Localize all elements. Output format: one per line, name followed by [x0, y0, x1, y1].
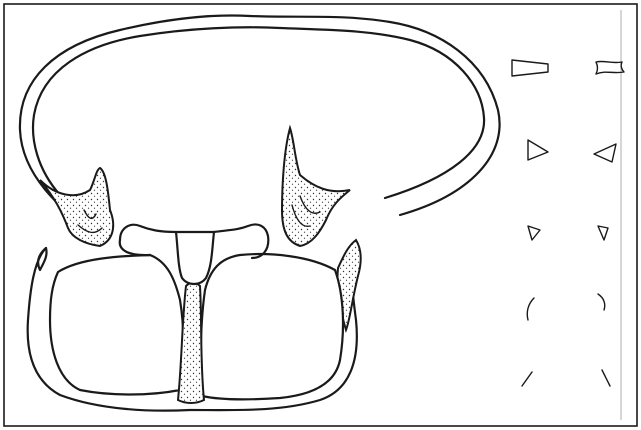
curve-left-icon	[527, 298, 534, 320]
curve-right-icon	[598, 294, 605, 310]
slash-left-icon	[522, 372, 532, 386]
lower-vessel	[28, 224, 361, 410]
left-flange	[38, 248, 47, 270]
specimen-grid	[512, 60, 624, 386]
triangle-left-outline-icon	[594, 144, 616, 162]
left-bridge-lower	[120, 240, 150, 255]
wavy-trapezoid-outline-icon	[596, 61, 624, 74]
upper-vessel-right-thickening	[282, 128, 350, 246]
slash-right-icon	[602, 370, 610, 386]
small-triangle-down-icon	[598, 226, 608, 240]
left-bridge	[120, 225, 176, 240]
left-chamber	[50, 255, 183, 395]
central-pendant	[176, 232, 214, 284]
right-chamber	[201, 254, 343, 399]
trapezoid-outline-icon	[512, 60, 548, 76]
central-septum	[178, 283, 204, 403]
triangle-right-outline-icon	[528, 140, 548, 160]
upper-vessel-left-thickening	[40, 168, 113, 246]
upper-vessel	[20, 16, 500, 246]
small-triangle-down-icon	[528, 226, 540, 240]
